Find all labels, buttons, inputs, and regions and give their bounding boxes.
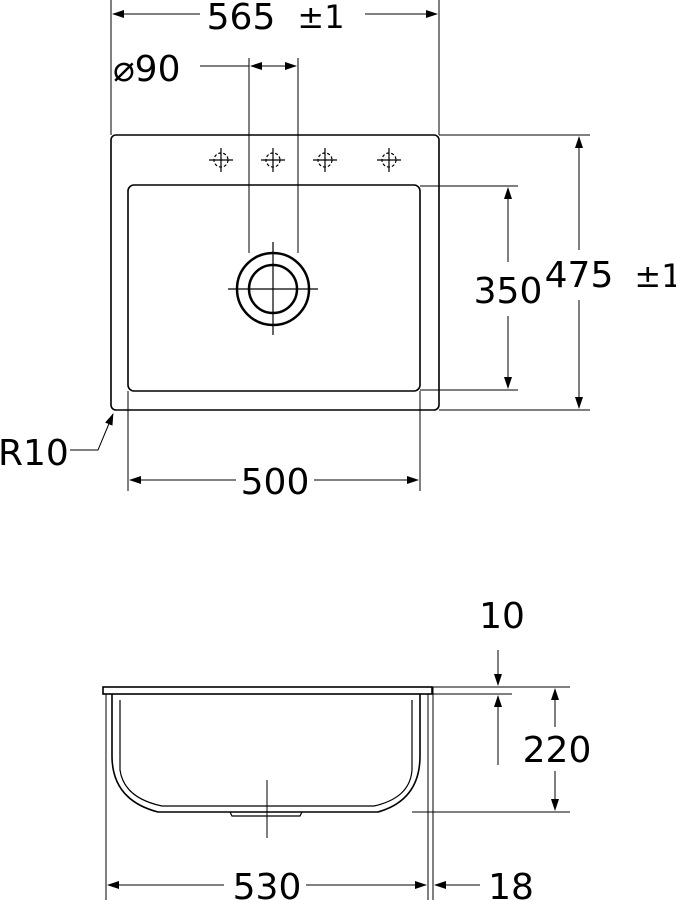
top-view: 565 ±1 ⌀90 350 475 ±1: [0, 0, 676, 503]
bowl-length-label: 350: [474, 271, 543, 312]
flange-width-label: 18: [488, 867, 534, 900]
side-view: 10 220 530 18: [102, 596, 592, 900]
drain-diameter-dimension: ⌀90: [113, 49, 299, 253]
corner-radius-label: R10: [0, 433, 69, 474]
base-width-dimension: 530: [107, 867, 427, 900]
crosshair-icon: [377, 148, 401, 172]
rim-thickness-label: 10: [479, 596, 525, 637]
drain-diameter-label: ⌀90: [113, 49, 180, 90]
flange-width-dimension: 18: [434, 867, 534, 900]
overall-depth-tolerance: ±1: [634, 257, 676, 295]
bowl-profile-inner: [119, 700, 413, 807]
bowl-width-label: 500: [241, 462, 310, 503]
rim-thickness-dimension: 10: [432, 596, 570, 765]
bowl-depth-label: 220: [523, 730, 592, 771]
base-width-label: 530: [233, 867, 302, 900]
bowl-outline: [127, 184, 421, 392]
overall-width-label: 565: [207, 0, 276, 38]
drain: [228, 242, 318, 335]
crosshair-icon: [261, 148, 285, 172]
rim: [102, 686, 433, 695]
overall-width-tolerance: ±1: [297, 0, 344, 36]
bowl-depth-dimension: 220: [412, 688, 592, 813]
sink-outline: [110, 134, 440, 411]
bowl-width-dimension: 500: [127, 391, 421, 503]
bowl-length-dimension: 350: [420, 185, 543, 391]
overall-depth-label: 475: [545, 255, 614, 296]
corner-radius-leader: R10: [0, 413, 114, 474]
overall-depth-dimension: 475 ±1: [439, 134, 676, 411]
drain-stub: [229, 811, 303, 817]
crosshair-icon: [209, 148, 233, 172]
crosshair-icon: [313, 148, 337, 172]
bowl-profile-outer: [111, 694, 421, 813]
overall-width-dimension: 565 ±1: [110, 0, 440, 135]
tap-hole-markers: [209, 148, 401, 172]
